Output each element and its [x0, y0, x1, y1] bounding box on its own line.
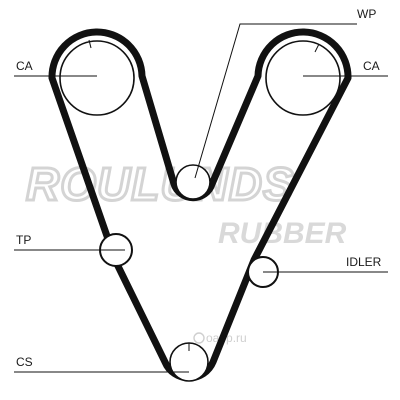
watermark-sub: RUBBER — [218, 217, 347, 250]
label-tp: TP — [16, 233, 31, 247]
label-wp: WP — [357, 7, 376, 21]
watermark-logo-icon — [193, 332, 205, 344]
pulley-wp — [175, 164, 211, 200]
pulley-cs — [169, 342, 209, 382]
leader-wp — [194, 23, 357, 179]
watermark: ROULUNDS RUBBER oapp.ru — [25, 157, 347, 346]
timing-belt — [48, 28, 352, 382]
label-ca-right: CA — [363, 59, 380, 73]
pulley-ca-right — [265, 40, 341, 116]
label-ca-left: CA — [16, 59, 33, 73]
label-idler: IDLER — [346, 255, 382, 269]
pulley-ca-left — [59, 39, 135, 116]
watermark-brand: ROULUNDS — [26, 158, 295, 210]
label-cs: CS — [16, 355, 33, 369]
